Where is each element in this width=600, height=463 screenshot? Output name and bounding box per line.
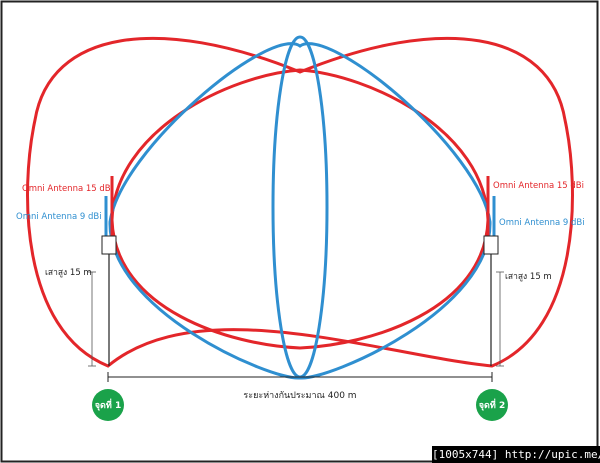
watermark: [1005x744] http://upic.me/: [432, 446, 600, 463]
right-mast-height-label: เสาสูง 15 m: [505, 272, 552, 282]
right-antenna-15-label: Omni Antenna 15 dBi: [493, 181, 584, 191]
left-antenna-9-label: Omni Antenna 9 dBi: [16, 212, 102, 222]
point-2-label: จุดที่ 2: [479, 398, 505, 411]
left-mast-height-label: เสาสูง 15 m: [45, 268, 92, 278]
red-inner-ellipse: [110, 68, 490, 350]
point-1-marker: [92, 389, 124, 421]
blue-vertical-ellipse: [271, 35, 329, 379]
right-mast-box: [483, 235, 499, 255]
right-antenna-9-label: Omni Antenna 9 dBi: [499, 218, 585, 228]
point-1-label: จุดที่ 1: [95, 398, 121, 411]
red-outer-lobe: [26, 36, 574, 368]
distance-label: ระยะห่างกันประมาณ 400 m: [243, 391, 356, 401]
left-antenna-15-label: Omni Antenna 15 dBi: [22, 184, 113, 194]
point-2-marker: [476, 389, 508, 421]
blue-outer-lobe: [108, 42, 492, 380]
left-mast-box: [101, 235, 117, 255]
